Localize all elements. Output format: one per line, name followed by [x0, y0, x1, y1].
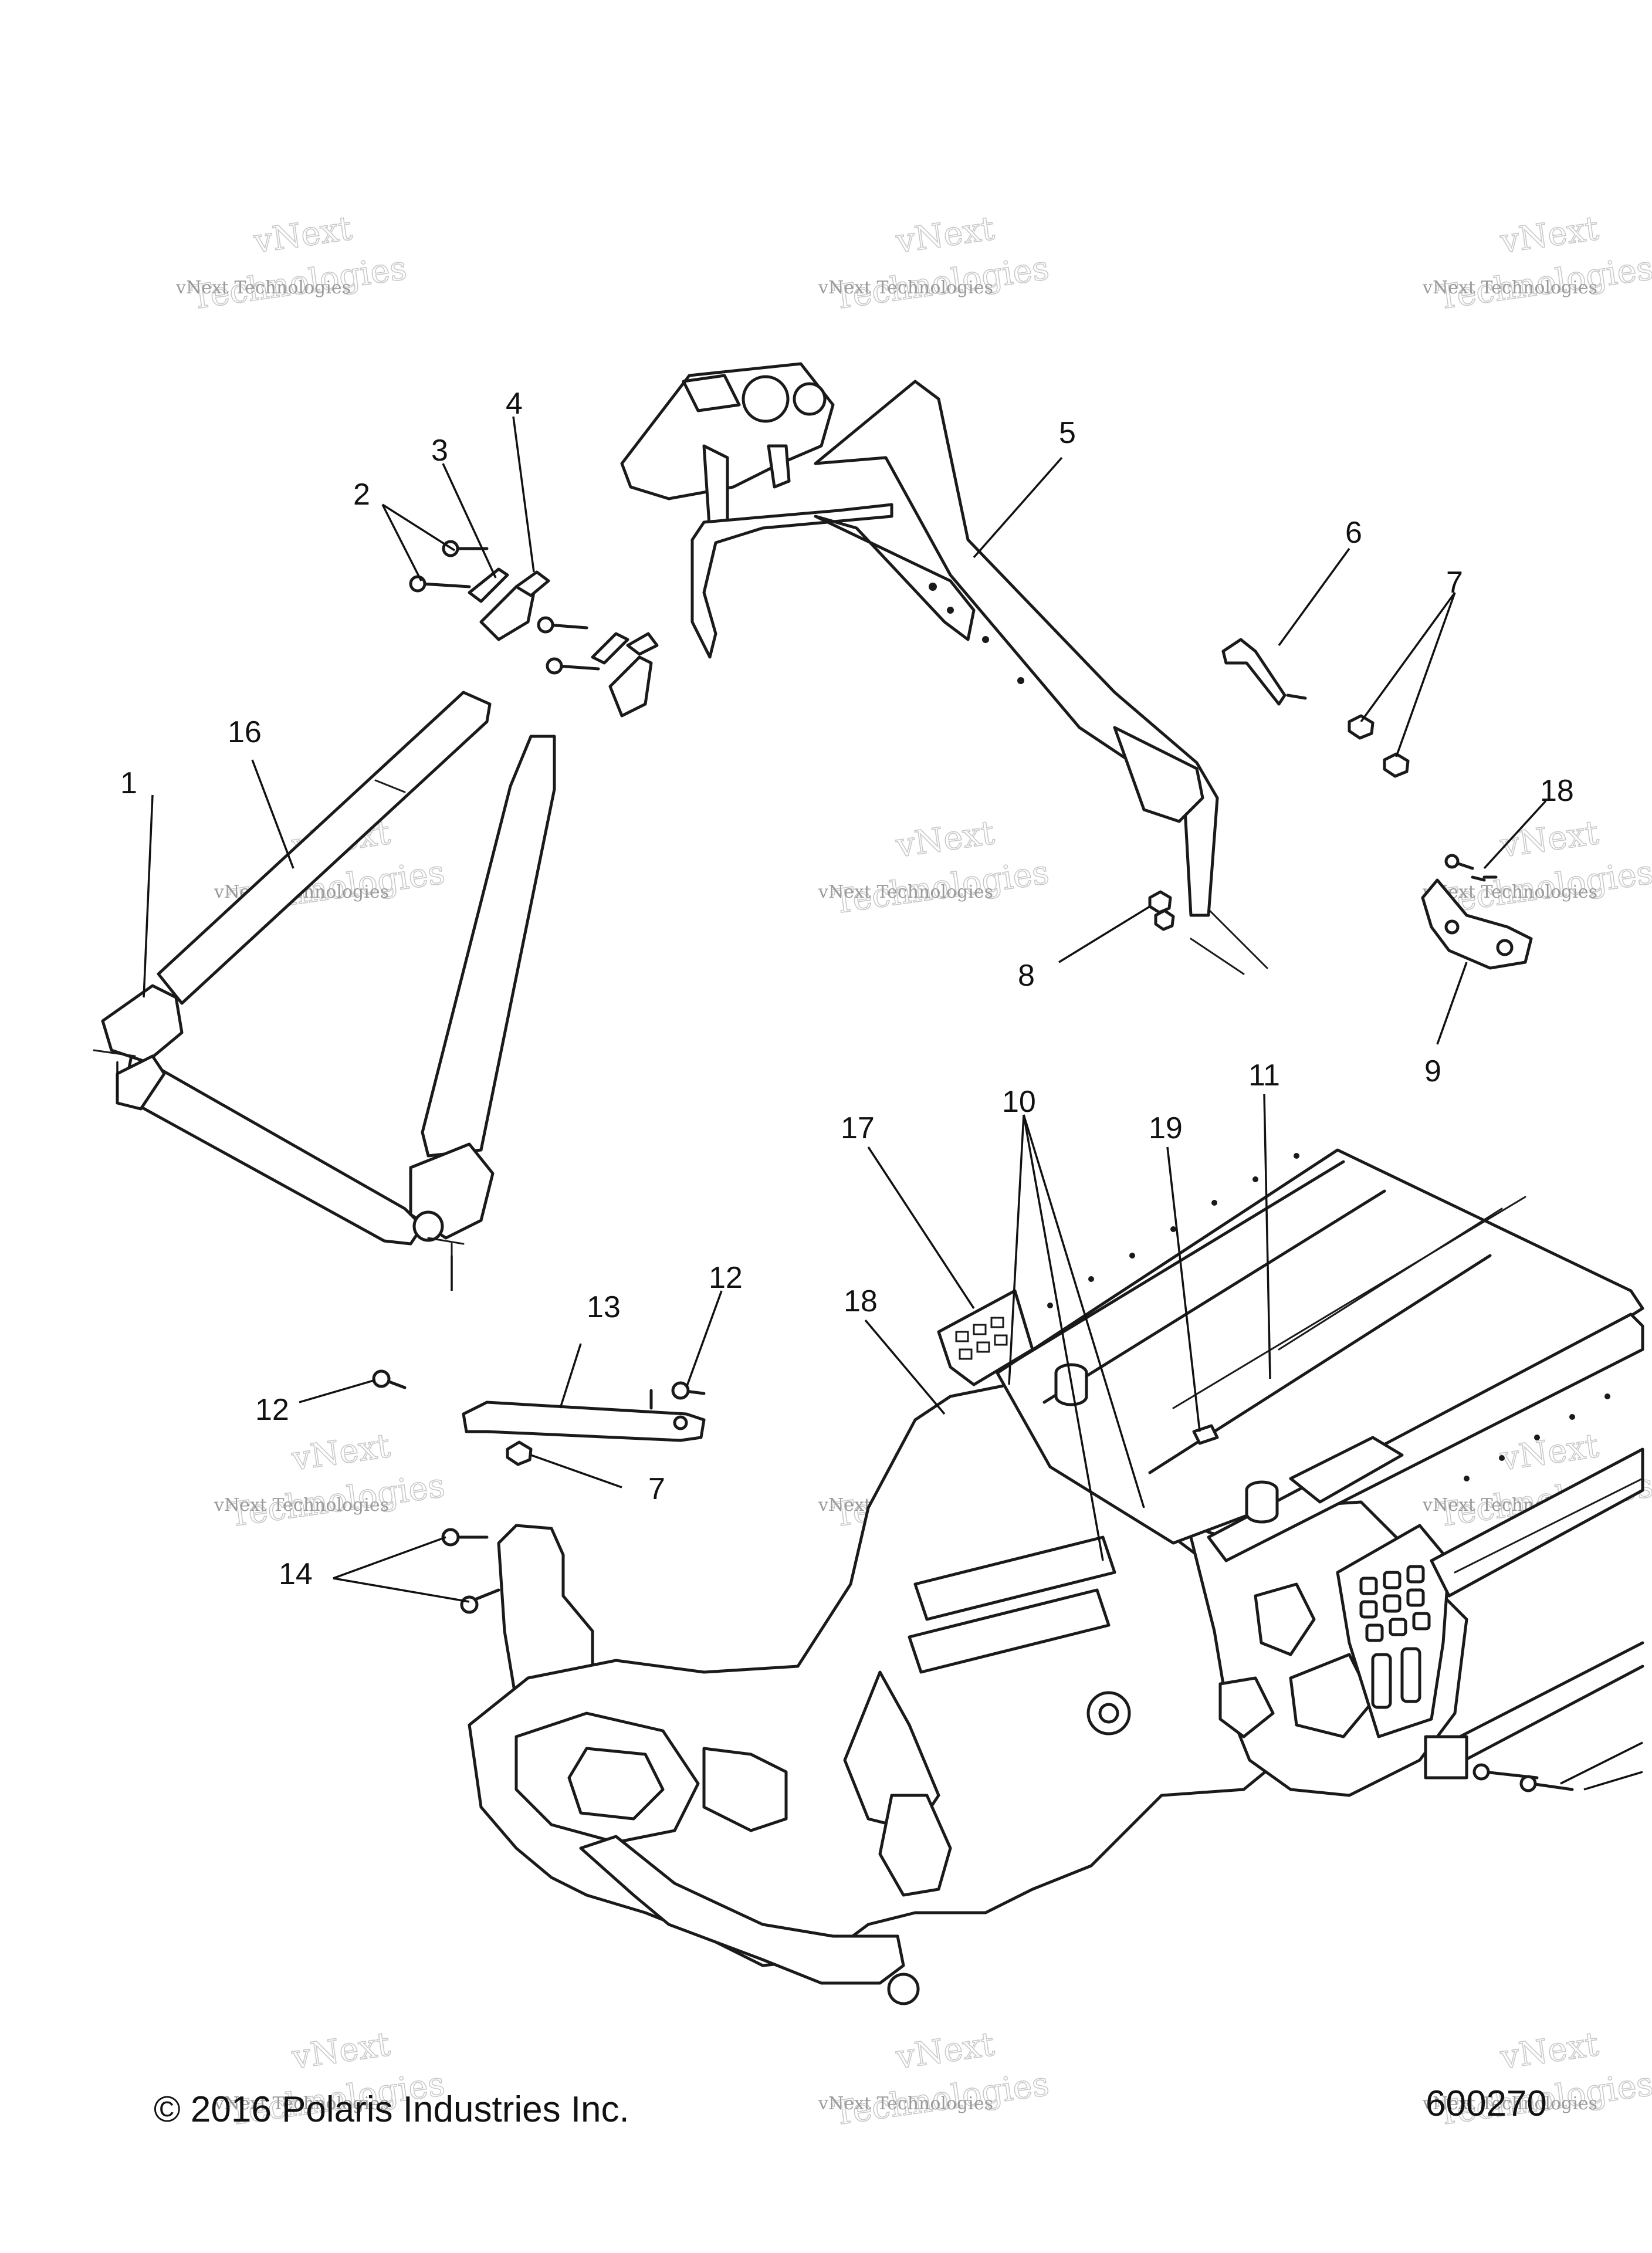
parts-12-13-14-hardware — [372, 1369, 706, 1614]
callout-4: 4 — [506, 387, 523, 421]
svg-text:vNext: vNext — [1498, 209, 1602, 261]
part-1-16-front-frame-tubes — [93, 691, 556, 1286]
svg-text:vNext Technologies: vNext Technologies — [818, 882, 993, 902]
svg-text:vNext Technologies: vNext Technologies — [1422, 278, 1597, 298]
copyright-notice: © 2016 Polaris Industries Inc. — [154, 2089, 629, 2130]
callout-12-right: 12 — [709, 1261, 743, 1295]
callout-12-left: 12 — [255, 1393, 289, 1427]
watermark-top-center: vNext Technologies vNext Technologies — [818, 209, 1052, 317]
callout-18-right: 18 — [1540, 774, 1574, 808]
part-11-tunnel-rails — [937, 1148, 1644, 1780]
svg-text:vNext Technologies: vNext Technologies — [214, 1495, 389, 1515]
callout-16: 16 — [228, 715, 262, 749]
watermark-top-right: vNext Technologies vNext Technologies — [1422, 209, 1652, 317]
callout-1: 1 — [120, 766, 137, 800]
svg-text:vNext Technologies: vNext Technologies — [818, 2093, 993, 2114]
callout-labels: 1 2 3 4 5 6 7 7 8 9 10 11 12 12 13 14 16… — [120, 387, 1574, 1591]
svg-text:vNext: vNext — [1498, 1427, 1602, 1479]
callout-5: 5 — [1059, 416, 1076, 450]
svg-text:vNext: vNext — [893, 814, 997, 865]
svg-text:vNext: vNext — [893, 209, 997, 261]
svg-text:vNext: vNext — [1498, 814, 1602, 865]
svg-text:vNext Technologies: vNext Technologies — [214, 2093, 389, 2114]
bracket-17-grid — [955, 1317, 1008, 1360]
part-5-steering-post-frame — [620, 362, 1268, 975]
callout-11: 11 — [1248, 1058, 1280, 1092]
watermark-low-left: vNext Technologies vNext Technologies — [214, 1426, 448, 1535]
callout-14: 14 — [279, 1557, 313, 1591]
watermark-top-left: vNext Technologies vNext Technologies — [175, 209, 409, 317]
svg-text:vNext Technologies: vNext Technologies — [1422, 2093, 1597, 2114]
callout-19: 19 — [1149, 1111, 1183, 1145]
callout-10: 10 — [1002, 1085, 1036, 1119]
callout-7-lower: 7 — [648, 1472, 665, 1506]
svg-text:vNext: vNext — [289, 1427, 393, 1479]
leader-lines — [143, 416, 1643, 1791]
callout-8: 8 — [1018, 959, 1035, 993]
svg-text:vNext: vNext — [289, 2025, 393, 2077]
callout-6: 6 — [1345, 516, 1362, 550]
callout-2: 2 — [353, 478, 370, 512]
watermark-mid-center: vNext Technologies vNext Technologies — [818, 813, 1052, 922]
callout-13: 13 — [587, 1290, 621, 1324]
svg-text:vNext Technologies: vNext Technologies — [818, 278, 993, 298]
svg-text:vNext: vNext — [251, 209, 355, 261]
callout-9: 9 — [1424, 1054, 1441, 1088]
watermark-bottom-center: vNext Technologies vNext Technologies — [818, 2025, 1052, 2133]
main-chassis-bulkhead — [468, 1383, 1574, 2005]
svg-text:vNext: vNext — [893, 2025, 997, 2077]
hex-pattern-cutouts — [1359, 1565, 1431, 1709]
part-9-bracket — [1421, 854, 1533, 970]
callout-7-upper: 7 — [1446, 566, 1463, 600]
callout-3: 3 — [431, 434, 448, 468]
svg-text:vNext Technologies: vNext Technologies — [175, 278, 351, 298]
figure-number: 600270 — [1426, 2083, 1547, 2124]
callout-18-center: 18 — [844, 1284, 878, 1318]
svg-text:vNext: vNext — [1498, 2025, 1602, 2077]
section-marks — [116, 1062, 453, 1291]
rail-slots — [1047, 1153, 1610, 1481]
callout-17: 17 — [841, 1111, 875, 1145]
